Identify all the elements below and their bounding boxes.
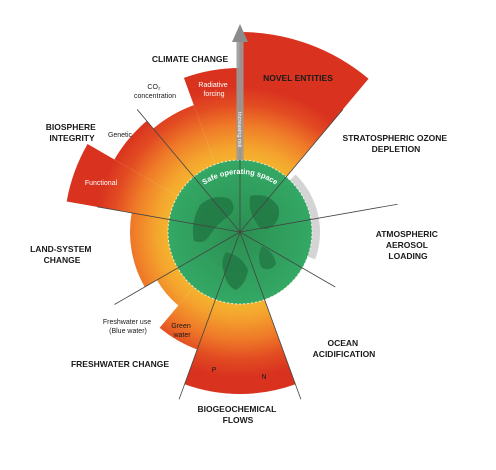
novel-entities-label: NOVEL ENTITIES	[263, 73, 333, 83]
radiative-line2: forcing	[203, 91, 224, 98]
land-system-change-line1: LAND-SYSTEM	[30, 244, 91, 254]
increasing-risk-label: Increasing risk	[236, 112, 242, 148]
atmospheric-aerosol-line3: LOADING	[388, 251, 428, 261]
sector-divider-line	[239, 231, 336, 288]
blue-water-line2: (Blue water)	[109, 328, 147, 335]
atmospheric-aerosol-line2: AEROSOL	[386, 240, 428, 250]
sector-divider-line	[136, 109, 241, 233]
sector-divider-line	[97, 206, 241, 233]
increasing-risk-arrow-shaft	[236, 40, 244, 160]
ocean-acidification-label: OCEAN ACIDIFICATION	[313, 338, 376, 359]
biosphere-integrity-line1: BIOSPHERE	[46, 122, 96, 132]
atmospheric-aerosol-line1: ATMOSPHERIC	[376, 229, 438, 239]
land-system-change-label: LAND-SYSTEM CHANGE	[30, 244, 94, 265]
freshwater-blue-water-label: Freshwater use (Blue water)	[103, 319, 153, 335]
sector-divider-line	[114, 231, 241, 305]
blue-water-line1: Freshwater use	[103, 319, 151, 326]
phosphorus-label: P	[212, 367, 217, 374]
functional-label: Functional	[85, 180, 118, 187]
co2-concentration-label: CO₂ concentration	[134, 84, 176, 100]
stratospheric-ozone-line2: DEPLETION	[372, 144, 421, 154]
co2-line1: CO₂	[147, 84, 161, 91]
biosphere-integrity-line2: INTEGRITY	[49, 133, 95, 143]
biogeochemical-flows-line2: FLOWS	[223, 415, 254, 425]
sector-divider-line	[178, 231, 241, 400]
biogeochemical-flows-line1: BIOGEOCHEMICAL	[197, 404, 276, 414]
radiative-line1: Radiative	[198, 82, 227, 89]
ocean-acidification-line1: OCEAN	[327, 338, 358, 348]
continent-shape	[249, 195, 279, 230]
sector-divider-line	[239, 203, 398, 233]
sector-divider-line	[239, 109, 344, 233]
continent-shape	[192, 197, 234, 243]
freshwater-change-label: FRESHWATER CHANGE	[71, 359, 169, 369]
green-water-line2: water	[172, 332, 191, 339]
continent-shape	[259, 246, 276, 270]
increasing-risk-arrow-head	[232, 24, 248, 42]
green-water-line1: Green	[171, 323, 191, 330]
radiative-forcing-label: Radiative forcing	[198, 82, 229, 98]
co2-line2: concentration	[134, 93, 176, 100]
genetic-label: Genetic	[108, 132, 133, 139]
nitrogen-label: N	[261, 374, 266, 381]
sector-divider-line	[239, 231, 302, 400]
continent-shape	[222, 252, 248, 290]
atmospheric-aerosol-label: ATMOSPHERIC AEROSOL LOADING	[376, 229, 441, 261]
stratospheric-ozone-label: STRATOSPHERIC OZONE DEPLETION	[343, 133, 450, 154]
biosphere-integrity-label: BIOSPHERE INTEGRITY	[46, 122, 98, 143]
climate-change-label: CLIMATE CHANGE	[152, 54, 229, 64]
biogeochemical-flows-label: BIOGEOCHEMICAL FLOWS	[197, 404, 278, 425]
ocean-acidification-line2: ACIDIFICATION	[313, 349, 376, 359]
land-system-change-line2: CHANGE	[44, 255, 81, 265]
green-water-label: Green water	[171, 323, 192, 339]
safe-operating-space-boundary	[167, 159, 313, 305]
stratospheric-ozone-line1: STRATOSPHERIC OZONE	[343, 133, 448, 143]
